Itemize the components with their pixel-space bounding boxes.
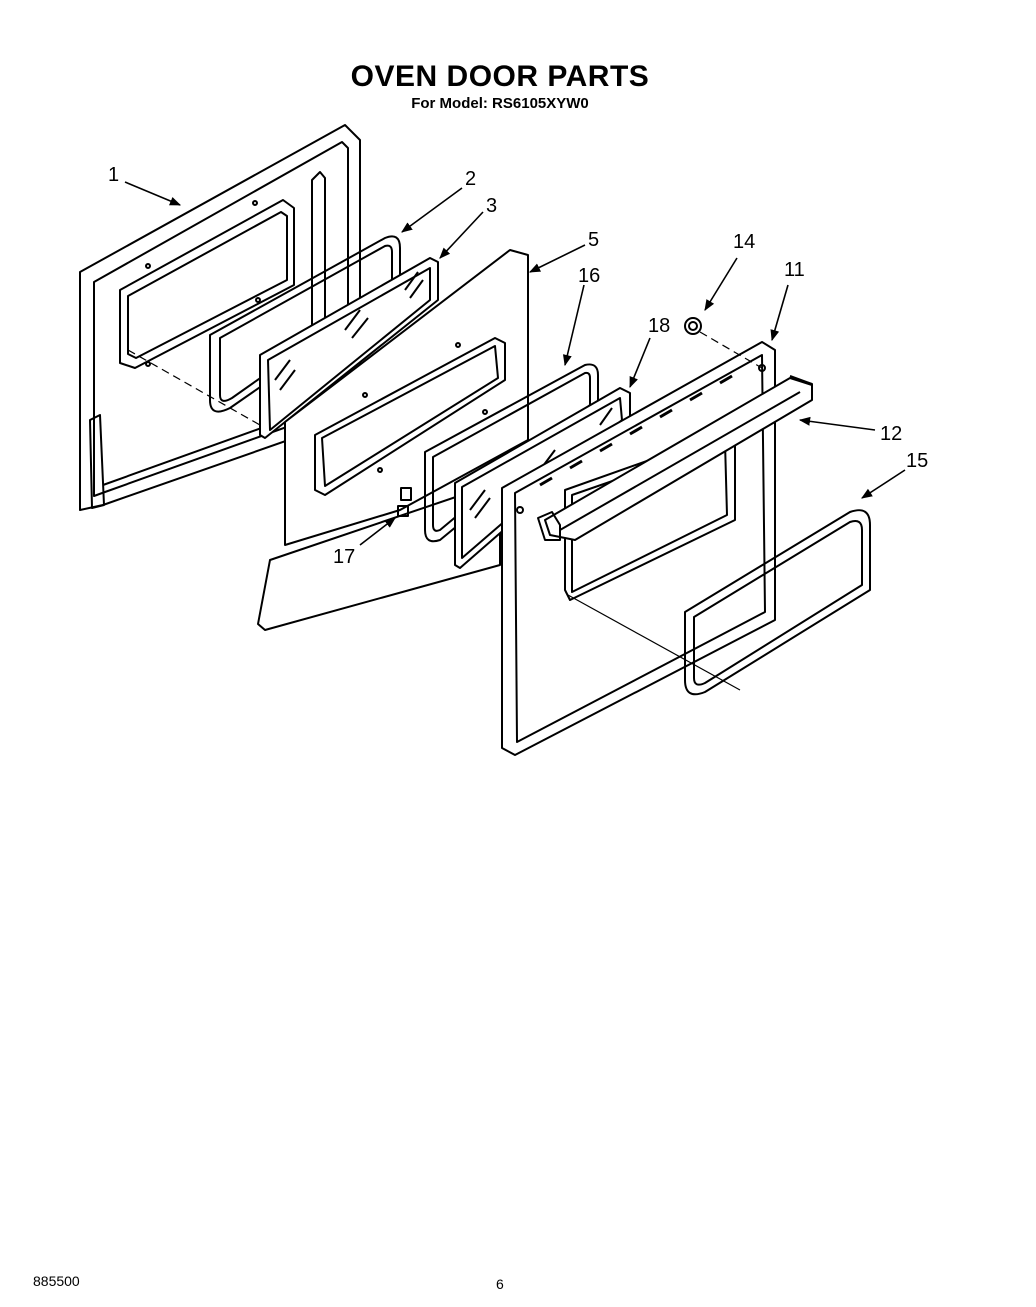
part-12-handle: [537, 375, 813, 541]
part-3-inner-glass: [259, 257, 439, 439]
callout-18: 18: [648, 315, 670, 337]
callout-15: 15: [906, 450, 928, 472]
document-number: 885500: [33, 1273, 80, 1289]
part-11-outer-panel: [501, 341, 776, 756]
model-subtitle: For Model: RS6105XYW0: [411, 95, 589, 112]
callout-1: 1: [108, 164, 119, 186]
part-14-nut: [684, 317, 702, 335]
part-17-clip: [397, 487, 412, 517]
callout-16: 16: [578, 265, 600, 287]
callout-2: 2: [465, 168, 476, 190]
callout-12: 12: [880, 423, 902, 445]
callout-3: 3: [486, 195, 497, 217]
callout-14: 14: [733, 231, 755, 253]
callout-11: 11: [784, 259, 805, 281]
part-15-gasket: [684, 509, 871, 696]
callout-17: 17: [333, 546, 355, 568]
page-number: 6: [496, 1276, 504, 1292]
callout-5: 5: [588, 229, 599, 251]
page-title: OVEN DOOR PARTS: [350, 60, 650, 93]
